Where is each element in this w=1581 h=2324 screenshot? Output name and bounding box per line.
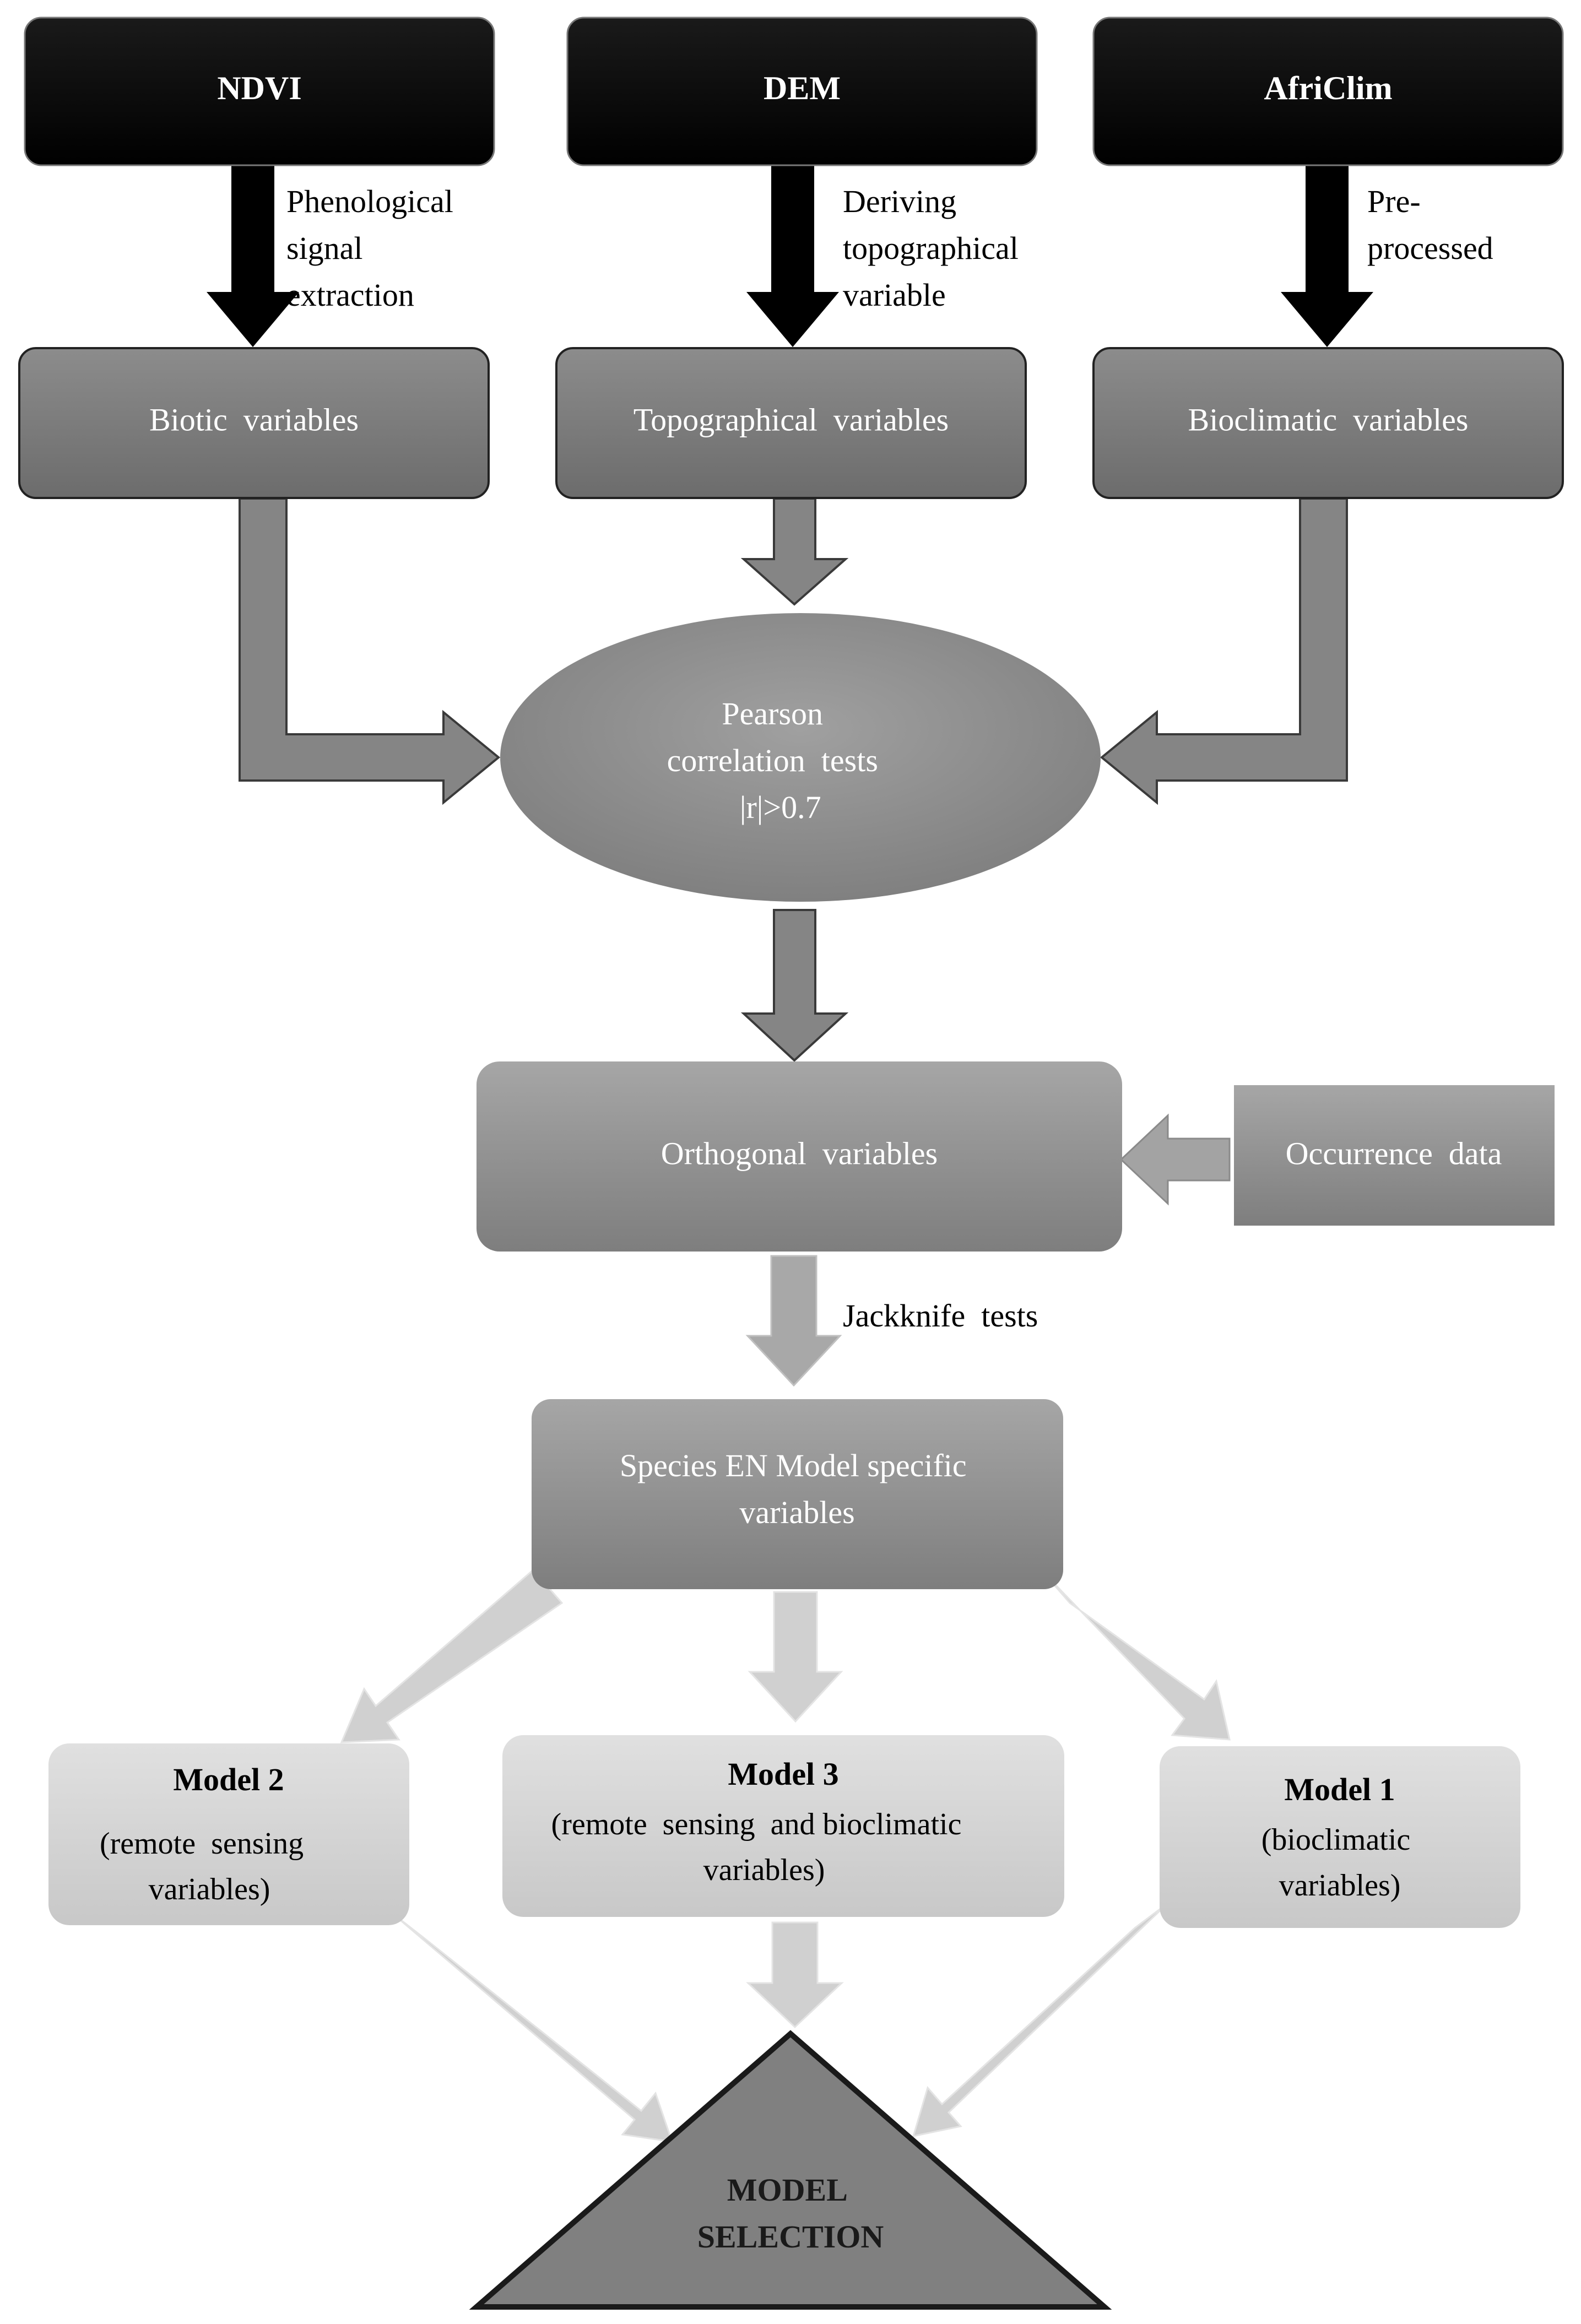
correlation-label: Pearson correlation tests |r|>0.7 bbox=[0, 0, 934, 825]
ndvi-label: NDVI bbox=[217, 70, 301, 106]
arrow-correlation-to-orthogonal bbox=[740, 909, 849, 1062]
africlim-box: AfriClim bbox=[1092, 17, 1564, 166]
arrow-dem-to-topographical bbox=[746, 165, 839, 347]
model-selection-label: MODEL SELECTION bbox=[697, 2172, 884, 2255]
arrow-ndvi-to-biotic bbox=[207, 165, 299, 347]
arrow-species-to-model3 bbox=[748, 1591, 843, 1723]
model-selection-triangle: MODEL SELECTION bbox=[469, 2030, 1112, 2310]
arrow-model1-to-selection bbox=[912, 1902, 1169, 2137]
model3-box: Model 3 (remote sensing and bioclimatic … bbox=[502, 1735, 1064, 1917]
arrow-model2-to-selection bbox=[389, 1910, 674, 2143]
bioclimatic-variables-box: Bioclimatic variables bbox=[1092, 347, 1564, 499]
africlim-label: AfriClim bbox=[1264, 70, 1392, 106]
orthogonal-variables-label: Orthogonal variables bbox=[661, 1135, 938, 1171]
occurrence-data-box: Occurrence data bbox=[1234, 1085, 1555, 1226]
arrow-orthogonal-to-species bbox=[745, 1255, 842, 1387]
arrow-africlim-to-bioclimatic bbox=[1281, 165, 1373, 347]
species-model-label: Species EN Model specific variables bbox=[620, 1448, 974, 1530]
arrow-biotic-to-correlation bbox=[239, 497, 501, 805]
arrow-model3-to-selection bbox=[746, 1921, 844, 2029]
dem-processing-label: Deriving topographical variable bbox=[843, 183, 1026, 313]
model2-description: (remote sensing variables) bbox=[0, 0, 358, 1906]
model2-title: Model 2 bbox=[173, 1762, 284, 1797]
arrow-species-to-model2 bbox=[340, 1568, 564, 1743]
biotic-variables-box: Biotic variables bbox=[18, 347, 490, 499]
topographical-variables-box: Topographical variables bbox=[555, 347, 1027, 499]
africlim-processing-label: Pre- processed bbox=[1367, 183, 1493, 266]
topographical-variables-label: Topographical variables bbox=[634, 402, 949, 437]
model2-box: Model 2 (remote sensing variables) bbox=[0, 0, 409, 1925]
orthogonal-variables-box: Orthogonal variables bbox=[477, 1061, 1122, 1252]
biotic-variables-label: Biotic variables bbox=[149, 402, 359, 437]
ndvi-processing-label: Phenological signal extraction bbox=[286, 183, 461, 313]
correlation-ellipse: Pearson correlation tests |r|>0.7 bbox=[0, 0, 1101, 902]
ndvi-box: NDVI bbox=[24, 17, 495, 166]
bioclimatic-variables-label: Bioclimatic variables bbox=[1188, 402, 1469, 437]
jackknife-label: Jackknife tests bbox=[843, 1298, 1038, 1334]
model1-description: (bioclimatic variables) bbox=[1261, 1823, 1418, 1903]
model1-box: Model 1 (bioclimatic variables) bbox=[1160, 1746, 1520, 1928]
occurrence-data-label: Occurrence data bbox=[1286, 1135, 1502, 1171]
arrow-species-to-model1 bbox=[1040, 1569, 1231, 1741]
arrow-bioclimatic-to-correlation bbox=[1100, 497, 1348, 805]
model3-description: (remote sensing and bioclimatic variable… bbox=[551, 1807, 962, 1887]
dem-box: DEM bbox=[566, 17, 1038, 166]
model3-title: Model 3 bbox=[728, 1756, 838, 1792]
dem-label: DEM bbox=[764, 70, 841, 106]
arrow-topographical-to-correlation bbox=[740, 497, 849, 606]
arrow-occurrence-to-orthogonal bbox=[1119, 1113, 1231, 1206]
model1-title: Model 1 bbox=[1284, 1772, 1395, 1807]
species-model-box: Species EN Model specific variables bbox=[532, 1399, 1063, 1589]
